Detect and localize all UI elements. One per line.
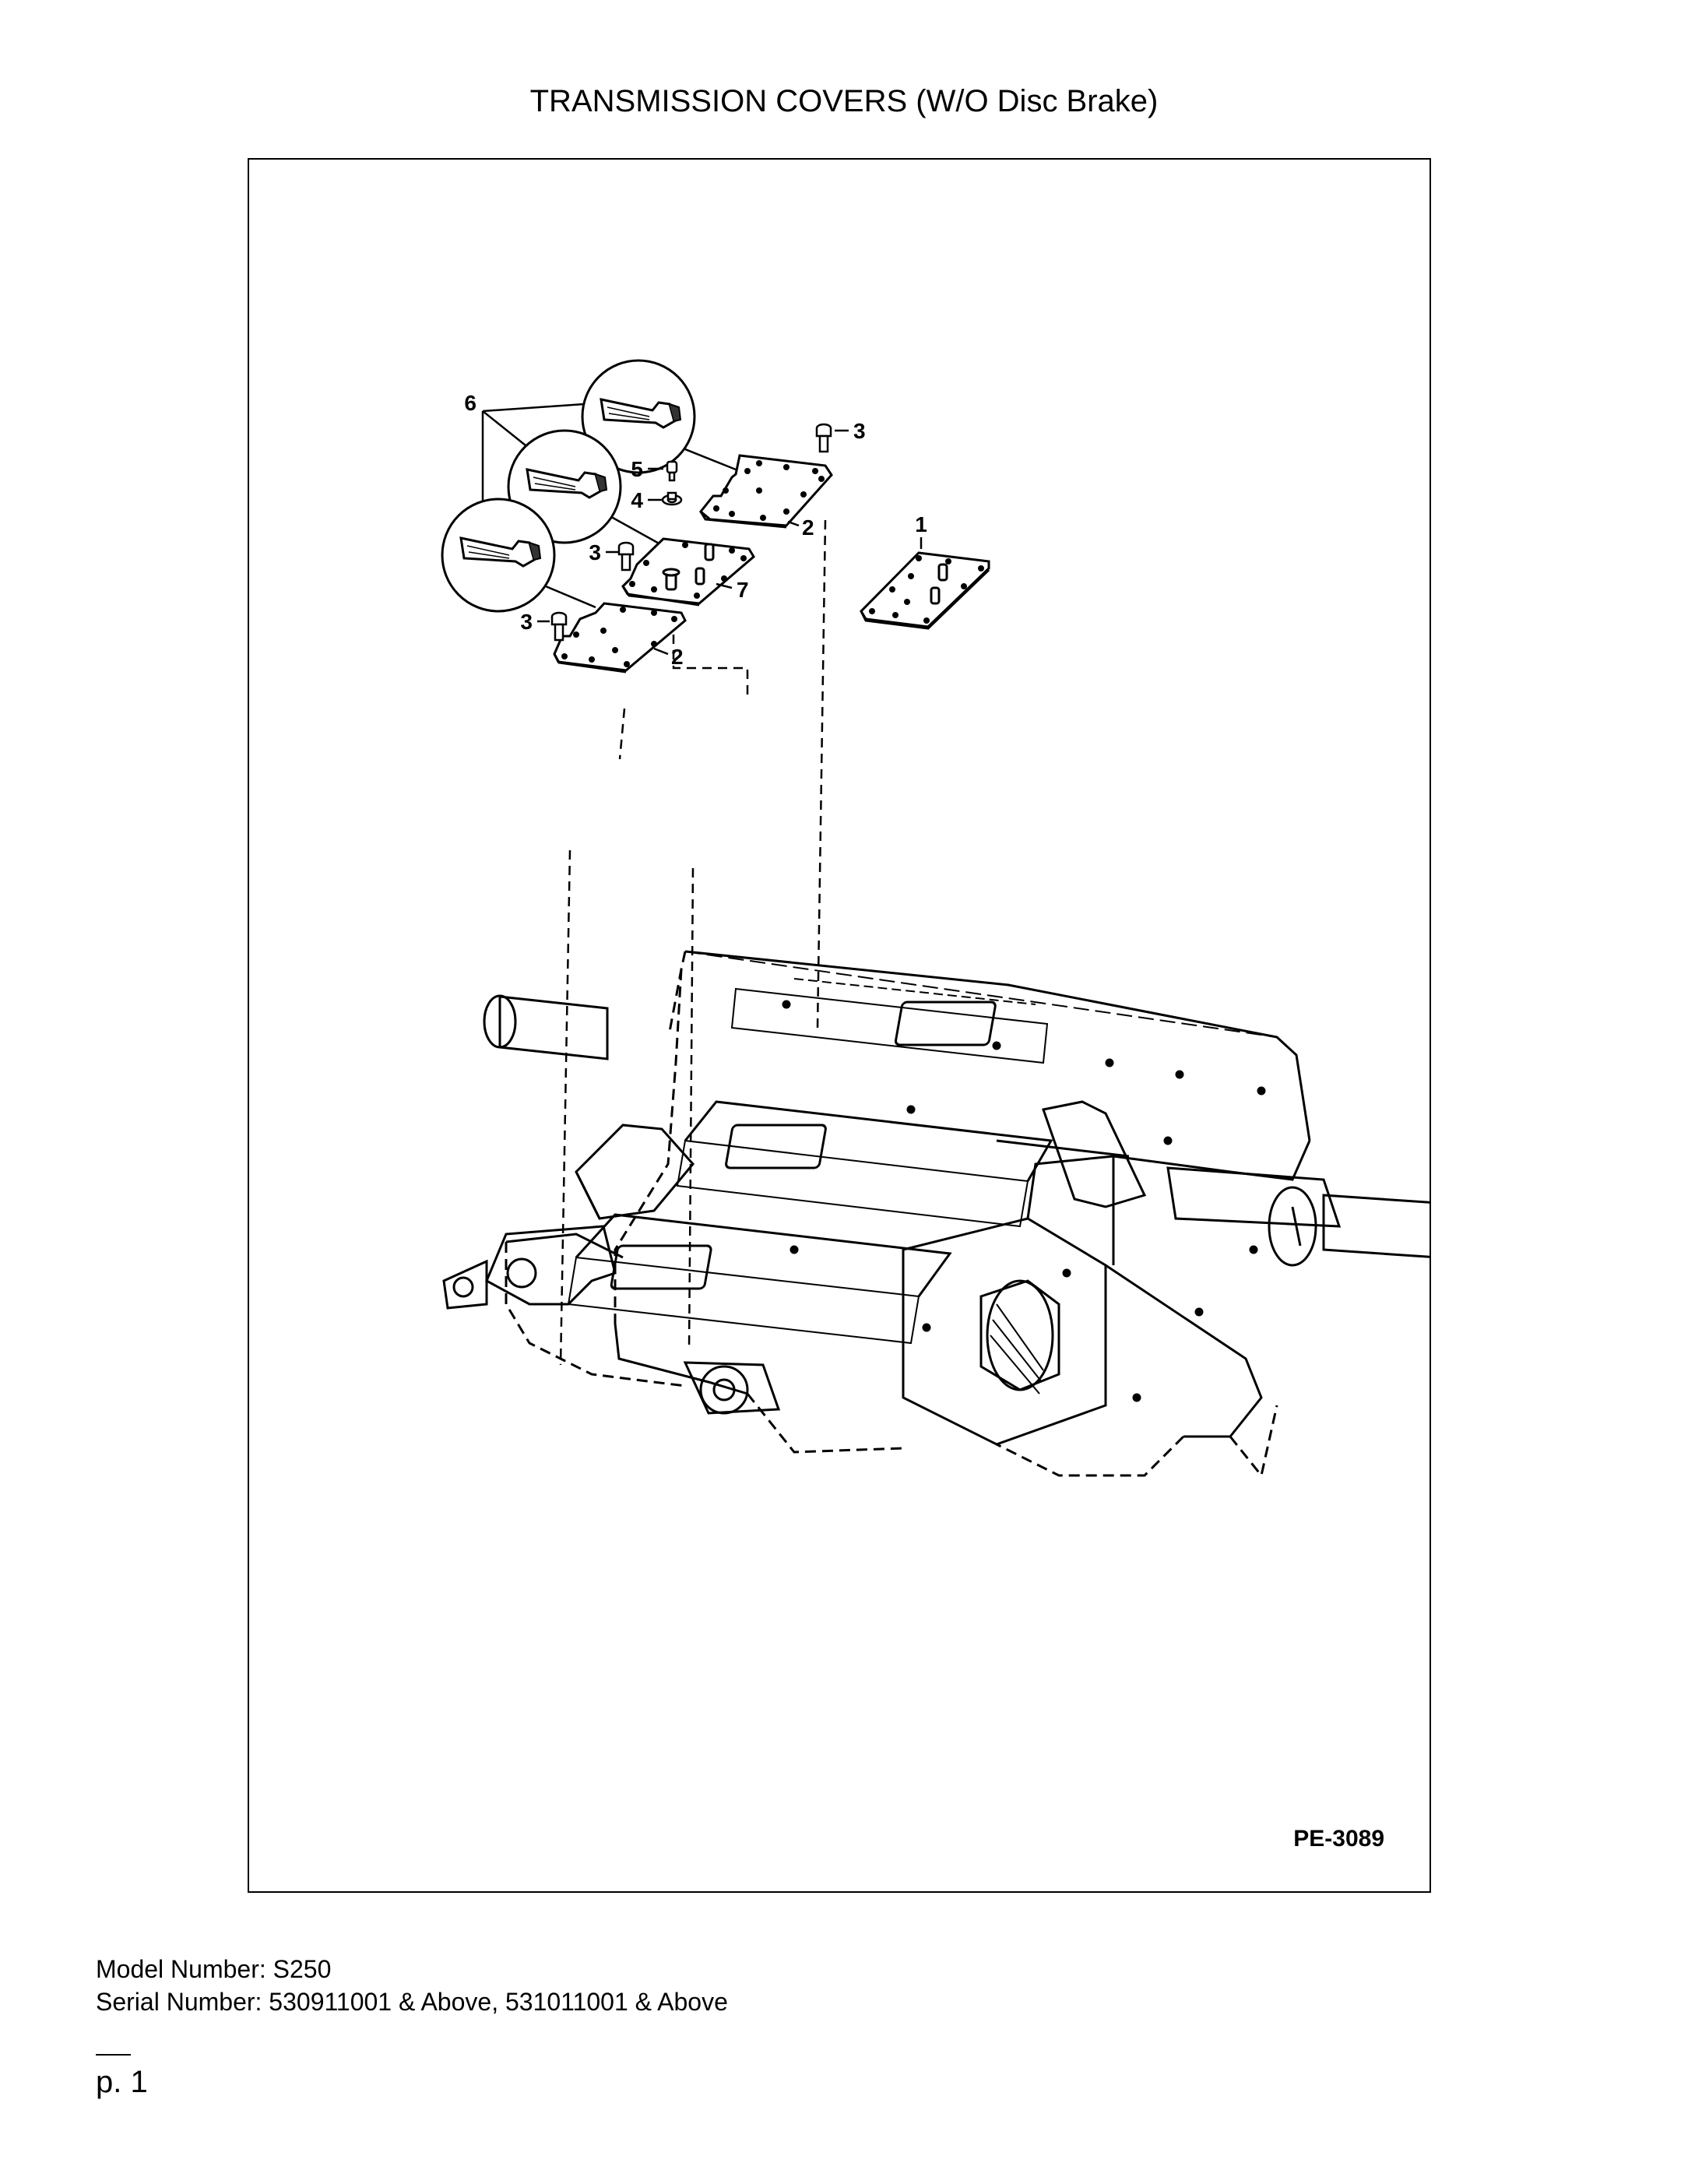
cover-plate-2-lower: [553, 602, 687, 673]
alignment-lines: [559, 519, 827, 1366]
cover-plate-2-upper: [698, 454, 833, 529]
bolt-3-lower: [550, 611, 568, 642]
bolt-3-middle: [617, 541, 635, 571]
callout-leaders: [537, 429, 923, 656]
exploded-parts-diagram: 6 3 5 4 2 1 3 7 3 2: [441, 359, 1430, 1479]
callout-6: 6: [464, 391, 477, 415]
bolt-3-top: [815, 423, 832, 453]
sealant-tube-bottom: [441, 498, 556, 613]
page-number-rule: [96, 2054, 131, 2056]
callout-2-upper: 2: [802, 515, 814, 540]
cover-plate-7-middle: [621, 537, 755, 607]
drawing-code: PE-3089: [1293, 1826, 1384, 1852]
serial-number: Serial Number: 530911001 & Above, 531011…: [96, 1988, 728, 2016]
cover-plate-1: [860, 551, 990, 630]
model-number: Model Number: S250: [96, 1955, 332, 1983]
transmission-frame: [442, 950, 1430, 1479]
callout-3-lower: 3: [520, 610, 533, 634]
page-number: p. 1: [96, 2065, 148, 2099]
plug-5: [666, 460, 678, 482]
page-title: TRANSMISSION COVERS (W/O Disc Brake): [529, 84, 1159, 118]
washer-4: [661, 491, 683, 506]
callout-1: 1: [915, 512, 927, 536]
model-serial-info: Model Number: S250 Serial Number: 530911…: [96, 1953, 728, 2018]
callout-4: 4: [631, 488, 643, 512]
callout-5: 5: [631, 457, 643, 481]
callout-2-lower: 2: [671, 645, 684, 669]
callout-3-top: 3: [853, 419, 866, 443]
callout-3-middle: 3: [589, 540, 601, 564]
callout-7: 7: [737, 578, 749, 602]
diagram-frame: 6 3 5 4 2 1 3 7 3 2 PE-3089: [248, 158, 1431, 1893]
